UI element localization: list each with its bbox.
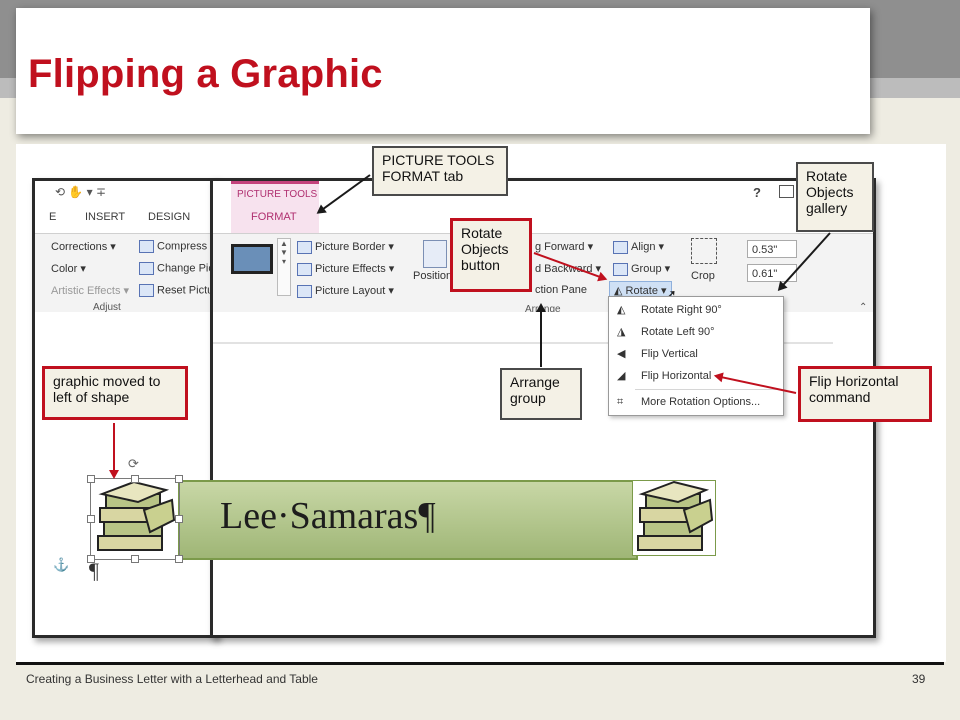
group-button[interactable]: Group ▾ <box>613 262 670 276</box>
callout-flip-horizontal-command: Flip Horizontal command <box>798 366 932 422</box>
footer-text: Creating a Business Letter with a Letter… <box>26 672 318 686</box>
tab-design[interactable]: DESIGN <box>148 211 191 223</box>
menu-more-rotation-options[interactable]: ⌗More Rotation Options... <box>617 396 761 408</box>
shape-width-field[interactable]: 0.61" <box>747 264 797 282</box>
flip-horizontal-icon: ◢ <box>617 370 626 382</box>
menu-rotate-right[interactable]: ◭Rotate Right 90° <box>617 304 722 316</box>
resize-handle[interactable] <box>87 475 95 483</box>
change-picture-button[interactable]: Change Pic <box>139 262 214 275</box>
shape-height-field[interactable]: 0.53" <box>747 240 797 258</box>
resize-handle[interactable] <box>175 515 183 523</box>
callout-graphic-moved: graphic moved to left of shape <box>42 366 188 420</box>
compress-icon <box>139 240 154 253</box>
tab-home[interactable]: E <box>49 211 57 223</box>
picture-border-icon <box>297 240 312 254</box>
books-graphic-left[interactable] <box>94 480 178 556</box>
picture-style-thumbnail[interactable] <box>231 244 273 274</box>
styles-scroll[interactable]: ▲▼▾ <box>277 238 291 296</box>
resize-handle[interactable] <box>175 475 183 483</box>
picture-effects-icon <box>297 262 312 276</box>
left-document-area: ⚓ ¶ <box>35 312 215 635</box>
corrections-button[interactable]: Corrections ▾ <box>51 241 116 253</box>
page-edge <box>213 342 833 344</box>
reset-picture-icon <box>139 284 154 297</box>
rotate-objects-gallery: ◭Rotate Right 90° ◮Rotate Left 90° ◀Flip… <box>608 296 784 416</box>
align-icon <box>613 240 628 254</box>
ribbon-left: Corrections ▾ Color ▾ Artistic Effects ▾… <box>35 233 215 313</box>
anchor-icon: ⚓ <box>53 557 70 572</box>
title-card <box>16 8 870 134</box>
artistic-effects-button[interactable]: Artistic Effects ▾ <box>51 285 130 297</box>
callout-rotate-objects-gallery: Rotate Objects gallery <box>796 162 874 232</box>
help-button[interactable]: ? <box>753 185 761 200</box>
quick-access-toolbar: ⟲ ✋ ▾ ∓ <box>55 185 107 199</box>
picture-layout-icon <box>297 284 312 298</box>
selection-box <box>90 478 180 560</box>
resize-handle[interactable] <box>131 475 139 483</box>
reset-picture-button[interactable]: Reset Pictu <box>139 284 213 297</box>
arrow-to-graphic <box>113 423 115 477</box>
menu-flip-horizontal[interactable]: ◢Flip Horizontal <box>617 370 712 382</box>
more-options-icon: ⌗ <box>617 396 624 408</box>
picture-layout-button[interactable]: Picture Layout ▾ <box>297 284 394 298</box>
footer-divider <box>16 662 944 665</box>
letterhead-shape[interactable]: Lee·Samaras¶ <box>178 480 638 560</box>
send-backward-button[interactable]: d Backward ▾ <box>535 263 602 275</box>
position-icon[interactable] <box>423 240 447 268</box>
picture-effects-button[interactable]: Picture Effects ▾ <box>297 262 394 276</box>
color-button[interactable]: Color ▾ <box>51 263 86 275</box>
menu-rotate-left[interactable]: ◮Rotate Left 90° <box>617 326 715 338</box>
tab-insert[interactable]: INSERT <box>85 211 126 223</box>
page-number: 39 <box>912 672 926 686</box>
picture-tools-label: PICTURE TOOLS <box>237 189 318 200</box>
rotate-right-icon: ◭ <box>617 304 626 316</box>
rotate-left-icon: ◮ <box>617 326 626 338</box>
menu-separator <box>635 389 779 390</box>
ribbon-display-icon[interactable] <box>779 185 794 198</box>
callout-arrange-group: Arrange group <box>500 368 582 420</box>
picture-tools-contextual-tab <box>231 181 319 240</box>
resize-handle[interactable] <box>131 555 139 563</box>
arrow-to-arrange-group <box>540 305 542 367</box>
align-button[interactable]: Align ▾ <box>613 240 664 254</box>
mouse-pointer-icon: ➚ <box>665 286 677 302</box>
selection-pane-button[interactable]: ction Pane <box>535 284 587 296</box>
letterhead-name: Lee·Samaras¶ <box>220 495 436 537</box>
callout-rotate-objects-button: Rotate Objects button <box>450 218 532 292</box>
menu-flip-vertical[interactable]: ◀Flip Vertical <box>617 348 698 360</box>
resize-handle[interactable] <box>87 555 95 563</box>
tab-format[interactable]: FORMAT <box>251 211 297 223</box>
rotate-handle-icon[interactable]: ⟳ <box>128 456 139 471</box>
crop-icon[interactable] <box>691 238 717 264</box>
books-graphic-right[interactable] <box>632 480 716 556</box>
change-picture-icon <box>139 262 154 275</box>
group-icon <box>613 262 628 276</box>
resize-handle[interactable] <box>175 555 183 563</box>
rotate-icon: ◭ <box>614 285 623 297</box>
compress-button[interactable]: Compress <box>139 240 207 253</box>
position-button[interactable]: Position <box>413 270 453 282</box>
crop-button[interactable]: Crop <box>691 270 715 282</box>
flip-vertical-icon: ◀ <box>617 348 626 360</box>
picture-border-button[interactable]: Picture Border ▾ <box>297 240 394 254</box>
collapse-ribbon-icon[interactable]: ⌃ <box>859 302 868 313</box>
pilcrow-mark: ¶ <box>89 558 99 583</box>
slide-title: Flipping a Graphic <box>28 52 383 96</box>
callout-picture-tools-format-tab: PICTURE TOOLS FORMAT tab <box>372 146 508 196</box>
bring-forward-button[interactable]: g Forward ▾ <box>535 241 594 253</box>
resize-handle[interactable] <box>87 515 95 523</box>
adjust-group-label: Adjust <box>93 302 121 313</box>
